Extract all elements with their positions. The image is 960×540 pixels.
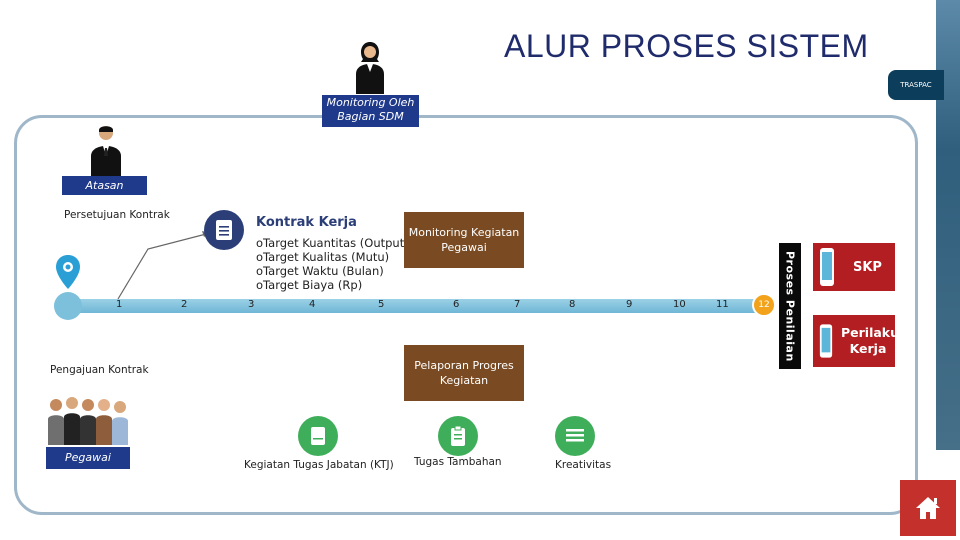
skp-box: SKP — [813, 243, 895, 291]
step-final-marker: 12 — [752, 293, 776, 317]
pelaporan-box: Pelaporan Progres Kegiatan — [404, 345, 524, 401]
clipboard-icon — [438, 416, 478, 456]
persetujuan-label: Persetujuan Kontrak — [64, 209, 170, 221]
kontrak-kerja-heading: Kontrak Kerja — [256, 215, 357, 230]
atasan-box: Atasan — [62, 176, 147, 195]
monitoring-kegiatan-box: Monitoring Kegiatan Pegawai — [404, 212, 524, 268]
document-icon — [298, 416, 338, 456]
step-number: 1 — [116, 299, 123, 310]
monitoring-sdm-box: Monitoring Oleh Bagian SDM — [322, 95, 419, 127]
kreativitas-label: Kreativitas — [555, 459, 612, 471]
kontrak-item: oTarget Waktu (Bulan) — [256, 264, 384, 278]
timeline-start — [54, 292, 82, 320]
page-title: ALUR PROSES SISTEM — [504, 28, 869, 64]
pegawai-group-icon — [46, 395, 130, 449]
pegawai-box: Pegawai — [46, 447, 130, 469]
step-number: 4 — [309, 299, 316, 310]
step-number: 6 — [453, 299, 460, 310]
kontrak-target-list: oTarget Kuantitas (Output) oTarget Kuali… — [256, 236, 409, 292]
location-pin-icon — [54, 254, 82, 294]
step-number: 7 — [514, 299, 521, 310]
phone-icon — [819, 324, 833, 358]
sdm-person-icon — [352, 40, 388, 100]
kontrak-item: oTarget Kuantitas (Output) — [256, 236, 409, 250]
step-number: 3 — [248, 299, 255, 310]
brand-logo: TRASPAC — [888, 70, 944, 100]
step-number: 10 — [673, 299, 686, 310]
ktj-label: Kegiatan Tugas Jabatan (KTJ) — [244, 459, 394, 471]
perilaku-kerja-box: Perilaku Kerja — [813, 315, 899, 367]
step-number: 11 — [716, 299, 729, 310]
kontrak-item: oTarget Biaya (Rp) — [256, 278, 363, 292]
step-number: 5 — [378, 299, 385, 310]
atasan-person-icon — [88, 122, 124, 182]
home-icon — [916, 497, 940, 519]
process-timeline — [66, 299, 770, 313]
pengajuan-label: Pengajuan Kontrak — [50, 364, 149, 376]
side-strip-bottom — [936, 150, 960, 450]
document-icon — [204, 210, 244, 250]
kontrak-item: oTarget Kualitas (Mutu) — [256, 250, 390, 264]
process-frame — [14, 115, 918, 515]
step-number: 9 — [626, 299, 633, 310]
home-button[interactable] — [900, 480, 956, 536]
tugas-tambahan-label: Tugas Tambahan — [414, 456, 502, 468]
proses-penilaian-bar: Proses Penilaian — [779, 243, 801, 369]
list-icon — [555, 416, 595, 456]
step-number: 2 — [181, 299, 188, 310]
step-number: 8 — [569, 299, 576, 310]
phone-icon — [820, 248, 834, 286]
